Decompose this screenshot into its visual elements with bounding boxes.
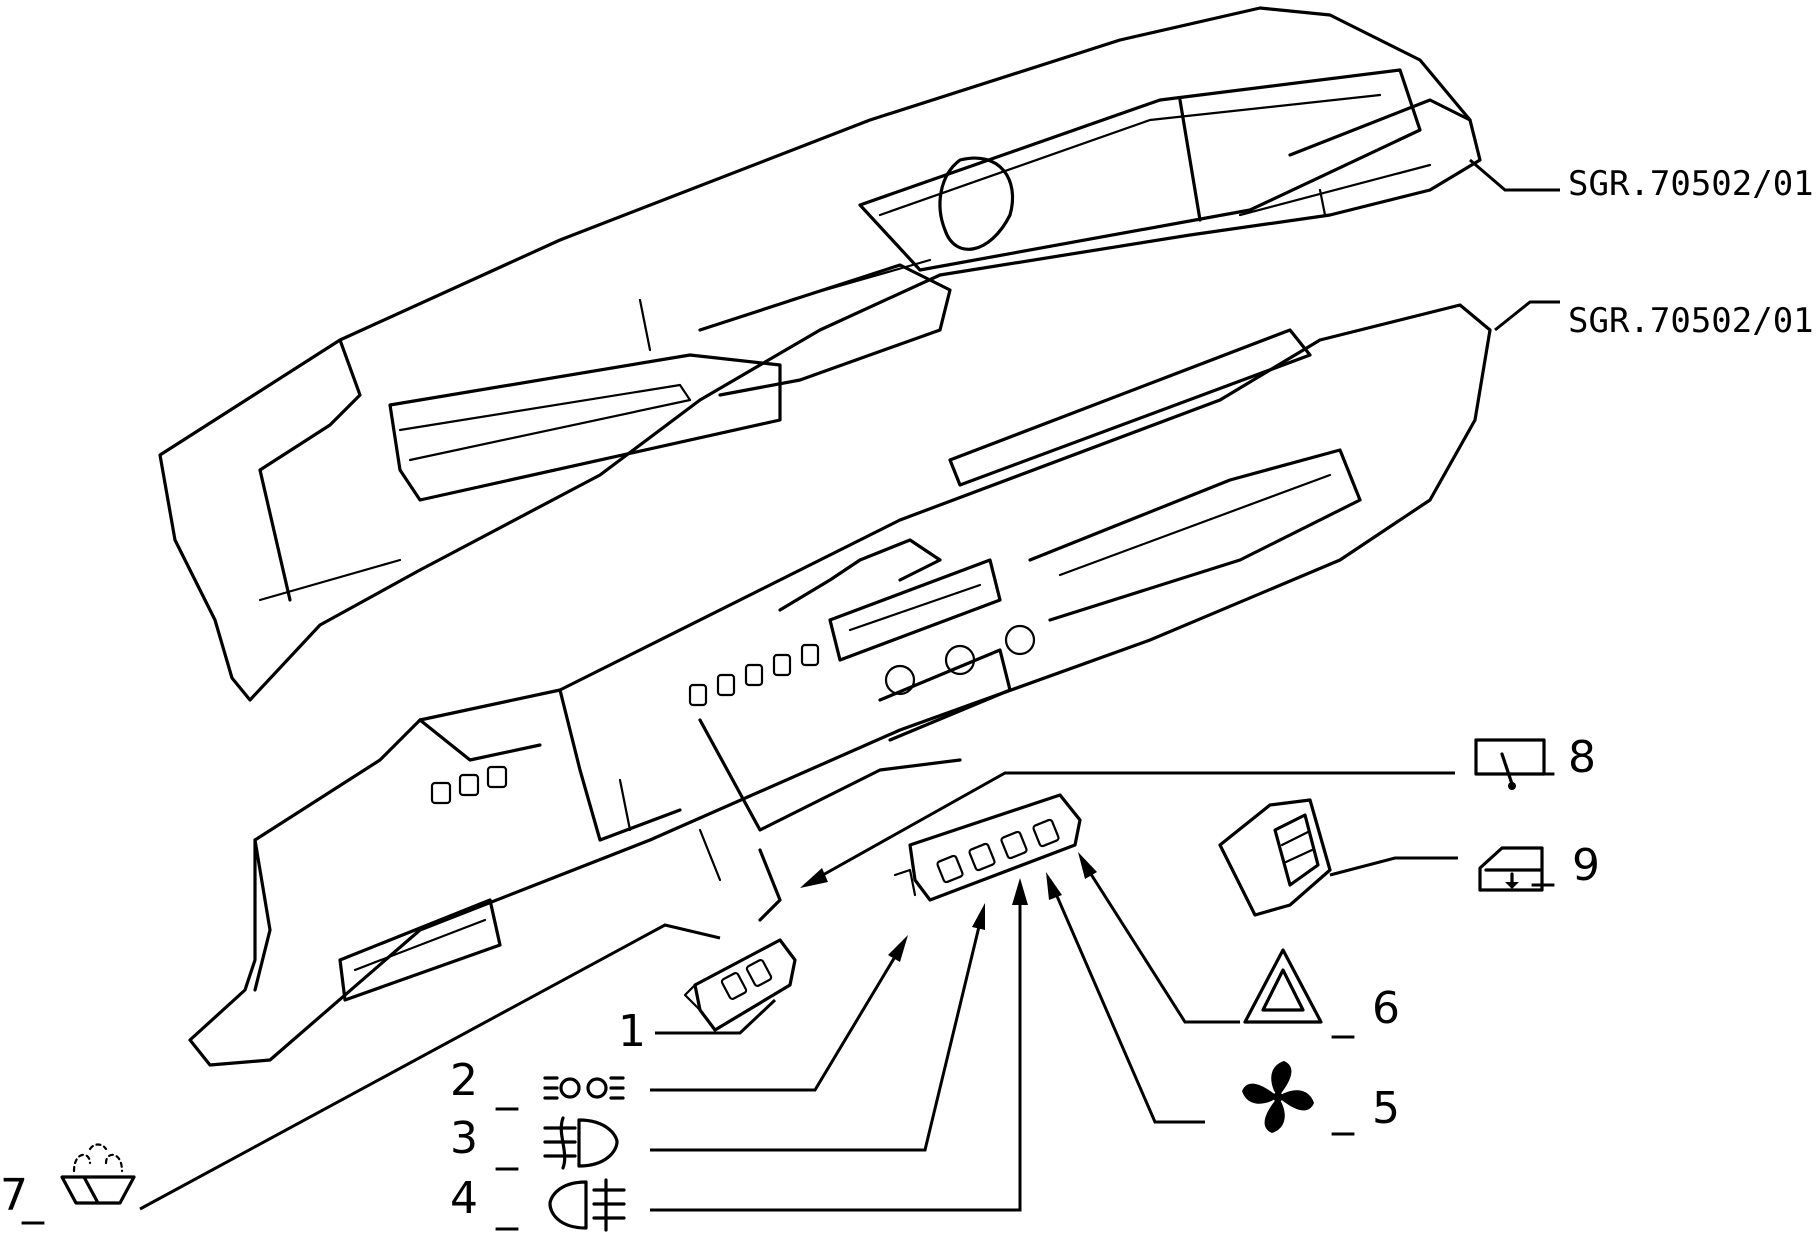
callout-9: _ 9 (1478, 836, 1600, 892)
lower-panel-reference: SGR.70502/01 (1568, 301, 1814, 341)
svg-text:7: 7 (0, 1170, 28, 1221)
callout-6: _ 6 (1243, 948, 1400, 1039)
upper-dashboard-panel (158, 6, 1482, 702)
callout-4: 4 _ (450, 1173, 626, 1232)
upper-panel-reference: SGR.70502/01 (1568, 164, 1814, 204)
rear-wiper-icon (1474, 738, 1546, 790)
svg-text:_: _ (495, 1120, 519, 1171)
lower-dashboard-panel (188, 303, 1492, 1067)
svg-text:1: 1 (618, 1006, 646, 1057)
svg-text:_: _ (495, 1180, 519, 1231)
svg-text:4: 4 (450, 1173, 478, 1224)
svg-text:_: _ (1531, 725, 1555, 776)
svg-text:_: _ (21, 1174, 45, 1225)
callout-5: _ 5 (1242, 1061, 1400, 1136)
callout-2: 2 _ (450, 1055, 625, 1111)
side-lights-icon (543, 1076, 625, 1100)
window-lift-icon (1478, 846, 1544, 892)
svg-text:_: _ (1331, 988, 1355, 1039)
hazard-warning-icon (1243, 948, 1323, 1024)
rear-fog-light-icon (548, 1178, 626, 1232)
svg-text:8: 8 (1568, 732, 1596, 783)
svg-text:6: 6 (1372, 983, 1400, 1034)
svg-text:_: _ (1531, 836, 1555, 887)
windscreen-washer-icon (60, 1143, 136, 1205)
svg-text:2: 2 (450, 1055, 478, 1106)
rocker-switch (1218, 798, 1332, 917)
svg-text:_: _ (495, 1060, 519, 1111)
svg-text:_: _ (1331, 1085, 1355, 1136)
svg-text:9: 9 (1572, 840, 1600, 891)
svg-text:3: 3 (450, 1113, 478, 1164)
callout-1: 1 (618, 1006, 646, 1057)
svg-text:5: 5 (1372, 1083, 1400, 1134)
callout-3: 3 _ (450, 1113, 619, 1171)
callout-7: 7 _ (0, 1143, 136, 1225)
switch-block-multi (893, 793, 1082, 902)
switch-block-small (683, 938, 797, 1032)
front-fog-light-icon (543, 1116, 619, 1170)
callout-8: _ 8 (1474, 725, 1596, 790)
fan-icon (1242, 1061, 1314, 1133)
